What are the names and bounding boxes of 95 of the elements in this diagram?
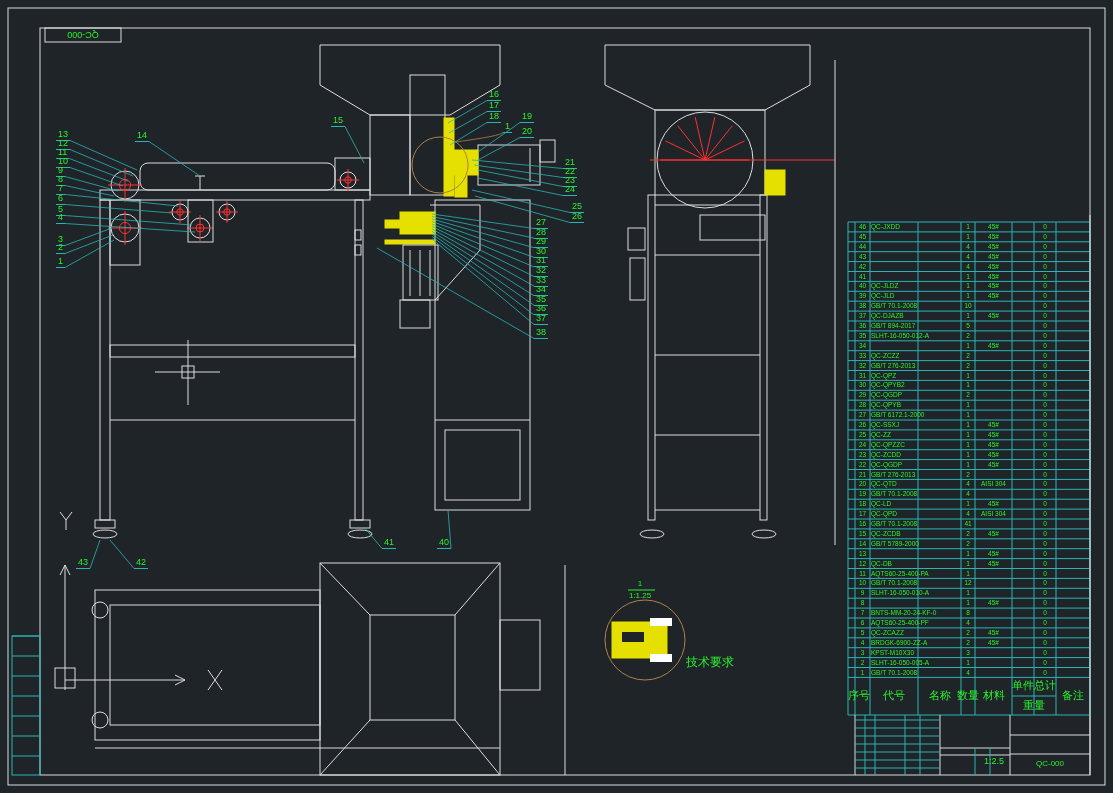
column-header: 材料 — [981, 690, 1006, 701]
callout-number: 30 — [534, 246, 548, 258]
callout-number: 40 — [437, 538, 451, 549]
callout-number: 38 — [534, 328, 548, 339]
leader-line — [64, 234, 114, 254]
callout-number: 37 — [534, 314, 548, 325]
scale-label: 1:1.25 — [627, 592, 653, 600]
callout-number: 21 — [563, 158, 577, 169]
callout-number: 7 — [56, 184, 65, 195]
leader-line — [477, 177, 564, 196]
callout-number: 13 — [56, 130, 70, 141]
leader-line — [363, 526, 383, 549]
leader-line — [89, 539, 101, 569]
leader-line — [69, 140, 138, 171]
leader-line — [477, 122, 521, 153]
leader-line — [471, 189, 571, 213]
callout-number: 14 — [135, 131, 149, 142]
column-header: 数量 — [956, 690, 980, 701]
leader-line — [64, 223, 196, 233]
leader-line — [69, 149, 134, 177]
leader-line — [431, 213, 535, 229]
column-header: 重量 — [1022, 700, 1046, 711]
callout-number: 24 — [563, 185, 577, 196]
callout-number: 11 — [56, 148, 70, 159]
column-header: 总计 — [1034, 680, 1056, 691]
column-header: 序号 — [848, 690, 870, 701]
leader-line — [64, 215, 193, 226]
leader-line — [109, 539, 135, 569]
callout-number: 1 — [503, 122, 512, 133]
column-header: 单件 — [1012, 680, 1034, 691]
callout-number: 22 — [563, 167, 577, 178]
column-header: 代号 — [882, 690, 906, 701]
leader-line — [431, 226, 535, 277]
leader-line — [448, 111, 488, 134]
leader-line — [477, 137, 521, 161]
leader-line — [344, 126, 365, 164]
callout-number: 16 — [487, 90, 501, 101]
leader-line — [431, 228, 535, 287]
callout-number: 12 — [56, 139, 70, 150]
callout-number: 35 — [534, 294, 548, 306]
leader-line — [449, 122, 488, 146]
callout-number: 17 — [487, 101, 501, 112]
callout-number: 4 — [56, 213, 65, 224]
leader-line — [474, 195, 571, 223]
leader-line — [64, 176, 119, 192]
callout-number: 6 — [56, 194, 65, 205]
leader-line — [148, 141, 201, 177]
column-header: 备注 — [1061, 690, 1085, 701]
callout-number: 34 — [534, 285, 548, 297]
callout-number: 23 — [563, 176, 577, 187]
column-header: 名称 — [927, 690, 952, 701]
callout-number: 26 — [570, 212, 584, 223]
callout-number: 8 — [56, 175, 65, 186]
leader-line — [64, 185, 115, 197]
callout-number: 36 — [534, 304, 548, 316]
callout-number: 32 — [534, 266, 548, 277]
leader-line — [431, 216, 535, 239]
leader-line — [454, 132, 504, 143]
callout-number: 27 — [534, 218, 548, 229]
callout-number: 43 — [76, 558, 90, 569]
leader-line — [431, 221, 535, 258]
leader-line — [471, 159, 564, 169]
leader-line — [447, 100, 488, 124]
scale-label: 1:2.5 — [983, 757, 1005, 766]
detail-label: 1 — [636, 580, 644, 588]
callout-number: 10 — [56, 157, 70, 168]
callout-number: 9 — [56, 166, 65, 177]
callout-number: 29 — [534, 237, 548, 249]
drawing-number: QC-000 — [66, 30, 100, 39]
leader-line — [68, 158, 129, 182]
callout-number: 25 — [570, 202, 584, 213]
leader-line — [473, 164, 564, 178]
callout-number: 31 — [534, 256, 548, 268]
leader-line — [64, 204, 173, 214]
leader-line — [477, 169, 564, 187]
callout-number: 18 — [487, 112, 501, 123]
callout-number: 28 — [534, 227, 548, 239]
leader-line — [64, 239, 115, 268]
leader-line — [376, 247, 535, 339]
leader-line — [69, 167, 124, 187]
leader-line — [431, 218, 535, 249]
callout-number: 33 — [534, 275, 548, 287]
callout-number: 41 — [382, 538, 396, 549]
callout-number: 42 — [134, 558, 148, 569]
leader-line — [64, 227, 113, 246]
callout-number: 2 — [56, 243, 65, 254]
callout-number: 1 — [56, 257, 65, 268]
leader-line — [431, 223, 535, 268]
callout-number: 15 — [331, 116, 345, 127]
callout-number: 20 — [520, 127, 534, 138]
leader-line — [64, 194, 179, 207]
heading: 技术要求 — [685, 656, 735, 668]
callout-number: 19 — [520, 112, 534, 123]
drawing-number: QC-000 — [1035, 760, 1065, 768]
leader-line — [447, 509, 452, 549]
